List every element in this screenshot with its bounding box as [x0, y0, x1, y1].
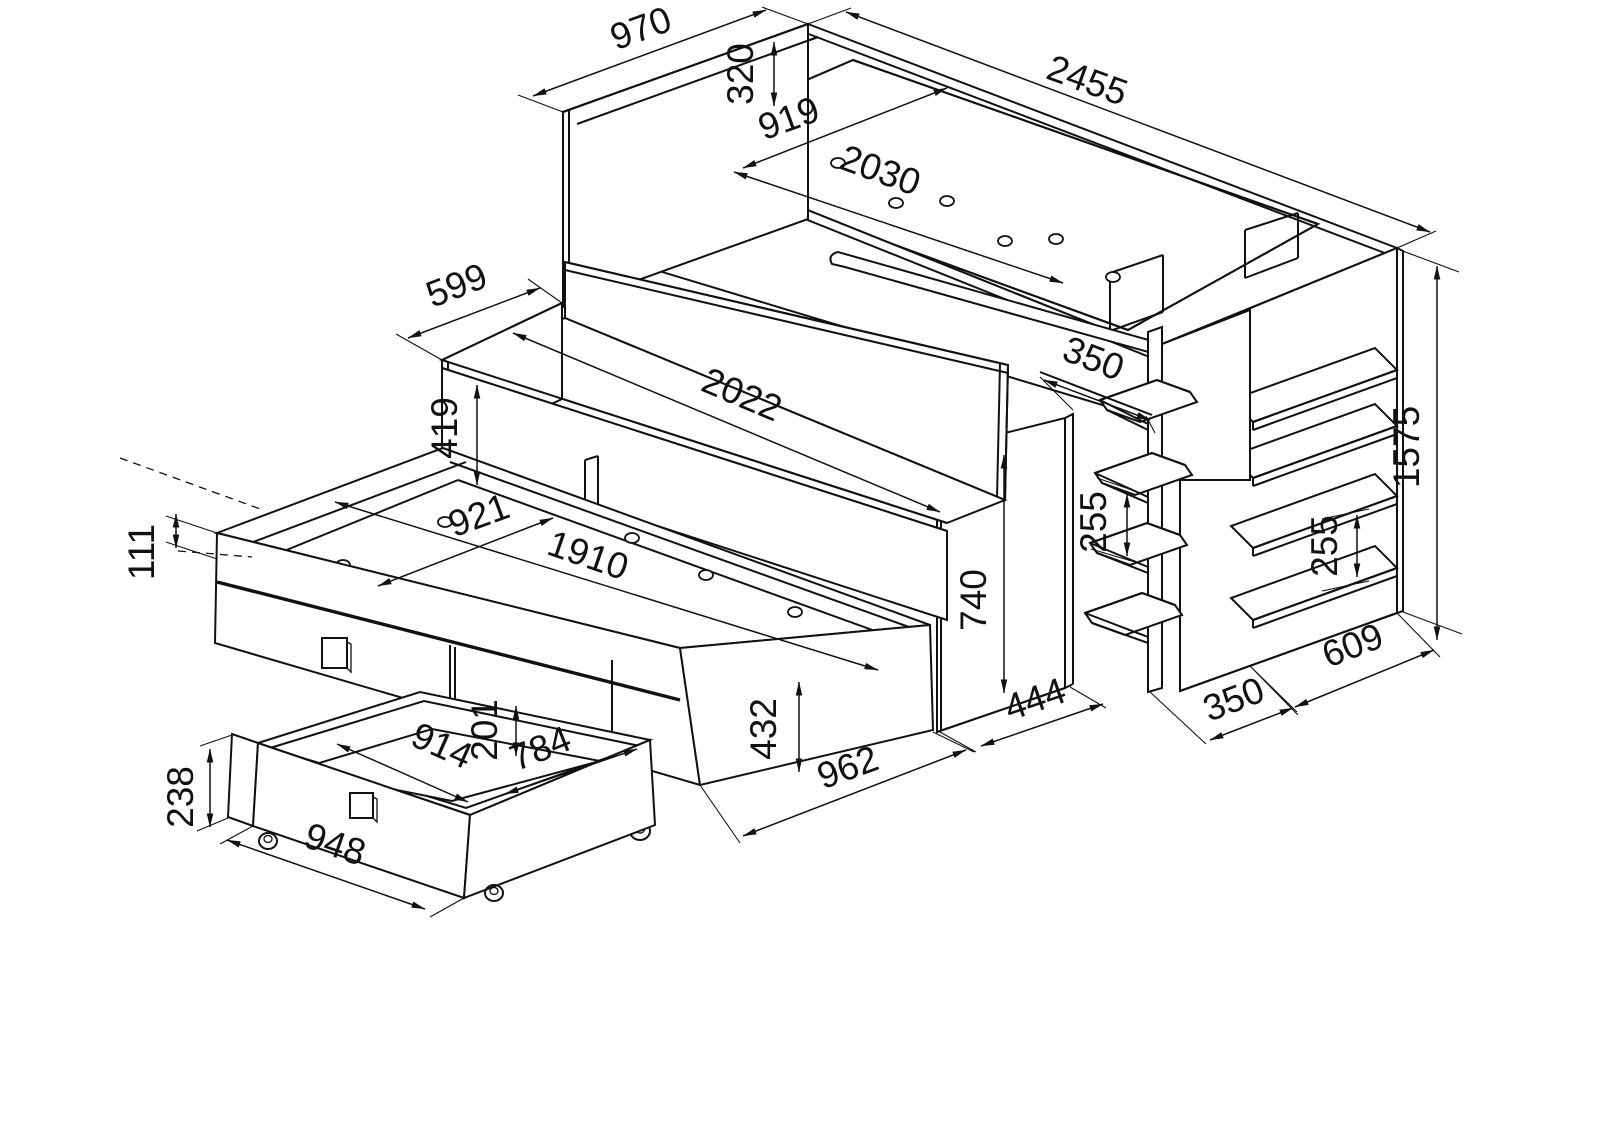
shelf: [1083, 591, 1184, 637]
screw-hole: [939, 195, 955, 207]
dim-line-970: [532, 9, 767, 97]
dim-line-609: [1294, 649, 1435, 708]
dim-label-599: 599: [420, 255, 492, 315]
dim-line-784: [504, 748, 638, 795]
screw-hole: [1105, 271, 1121, 283]
dim-line-962: [742, 749, 967, 837]
caster-wheel: [258, 832, 278, 850]
caster-wheel: [484, 884, 504, 902]
dim-label-1575: 1575: [1386, 406, 1427, 488]
mid-back-panel-edges: [564, 261, 1009, 501]
screw-hole: [1048, 233, 1064, 245]
dimension-lines: [165, 6, 1463, 918]
dim-label-255-left: 255: [1073, 491, 1114, 553]
dim-line-350-bottom: [1209, 707, 1294, 741]
dim-line-2022: [512, 332, 941, 513]
screw-hole: [624, 532, 640, 544]
dim-label-201: 201: [464, 699, 505, 761]
screw-hole: [787, 606, 803, 618]
dim-label-238: 238: [160, 766, 201, 828]
dim-line-1910: [334, 501, 879, 671]
dim-line-599: [407, 287, 541, 339]
dim-line-948: [226, 839, 426, 910]
hidden-edge-line: [119, 457, 264, 558]
dim-label-432: 432: [743, 698, 784, 760]
screw-hole: [997, 235, 1013, 247]
lower-bed-foot-face: [678, 623, 935, 787]
dim-label-970: 970: [605, 0, 677, 58]
dim-label-320: 320: [720, 43, 761, 105]
dim-line-919: [742, 87, 948, 169]
dim-label-111: 111: [121, 524, 162, 580]
dim-label-419: 419: [424, 397, 465, 459]
end-panel-thickness: [1179, 247, 1404, 692]
dim-line-444: [980, 703, 1104, 747]
dim-line-350-top: [1043, 379, 1151, 421]
screw-hole: [698, 569, 714, 581]
dim-line-2030: [733, 171, 1064, 284]
dim-line-2455: [845, 11, 1431, 233]
dim-line-914: [336, 743, 469, 803]
dim-label-255-right: 255: [1304, 515, 1345, 577]
dim-label-740: 740: [953, 569, 994, 631]
